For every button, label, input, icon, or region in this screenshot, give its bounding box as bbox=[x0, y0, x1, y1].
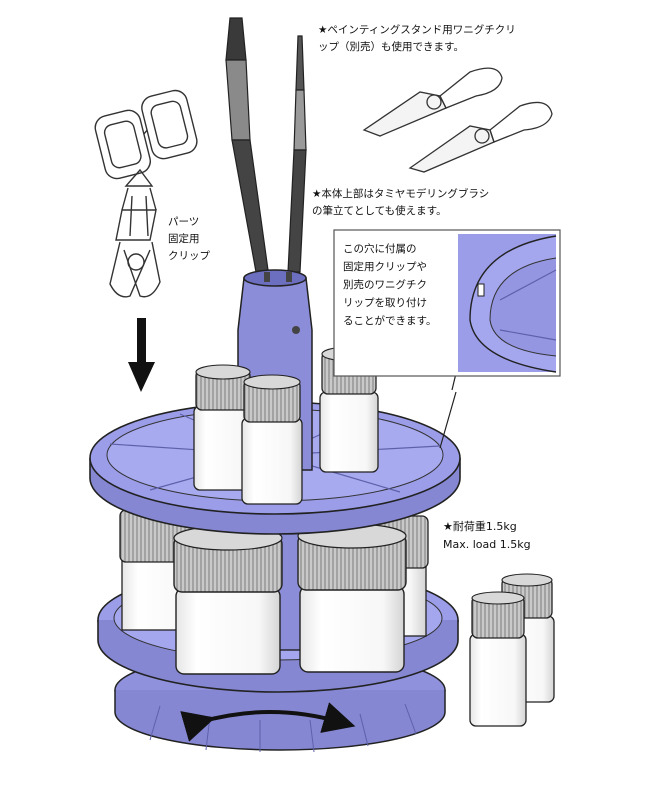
max-load-note: ★耐荷重1.5kg Max. load 1.5kg bbox=[443, 518, 531, 554]
paint-brush-icon bbox=[225, 17, 307, 273]
note-line: ★本体上部はタミヤモデリングブラシ bbox=[312, 188, 490, 200]
paint-jar-icon bbox=[193, 346, 379, 505]
note-line: ★耐荷重1.5kg bbox=[443, 520, 517, 533]
parts-clip-icon bbox=[94, 89, 198, 298]
down-arrow-icon bbox=[128, 318, 155, 392]
alligator-clip-icon bbox=[362, 67, 553, 173]
note-line: 別売のワニグチク bbox=[343, 279, 427, 291]
note-line: ることができます。 bbox=[343, 315, 437, 327]
note-line: Max. load 1.5kg bbox=[443, 538, 531, 551]
note-line: パーツ bbox=[168, 216, 200, 228]
rotate-arrow-icon bbox=[180, 702, 356, 742]
note-line: クリップ bbox=[168, 250, 210, 262]
paint-jar-icon bbox=[469, 573, 555, 727]
clip-hole-note: この穴に付属の 固定用クリップや 別売のワニグチク リップを取り付け ることがで… bbox=[343, 240, 436, 330]
parts-clip-label: パーツ 固定用 クリップ bbox=[168, 214, 210, 265]
note-line: 固定用クリップや bbox=[343, 261, 427, 273]
brush-holder-note: ★本体上部はタミヤモデリングブラシ の筆立てとしても使えます。 bbox=[312, 186, 489, 220]
note-line: ップ（別売）も使用できます。 bbox=[318, 41, 464, 53]
note-line: 固定用 bbox=[168, 233, 200, 245]
note-line: の筆立てとしても使えます。 bbox=[312, 205, 447, 217]
note-line: リップを取り付け bbox=[343, 297, 427, 309]
paint-jar-icon bbox=[173, 523, 407, 675]
note-line: この穴に付属の bbox=[343, 243, 417, 255]
clip-hole-detail bbox=[333, 229, 561, 449]
painting-stand-clip-note: ★ペインティングスタンド用ワニグチクリ ップ（別売）も使用できます。 bbox=[318, 22, 516, 56]
note-line: ★ペインティングスタンド用ワニグチクリ bbox=[318, 24, 516, 36]
